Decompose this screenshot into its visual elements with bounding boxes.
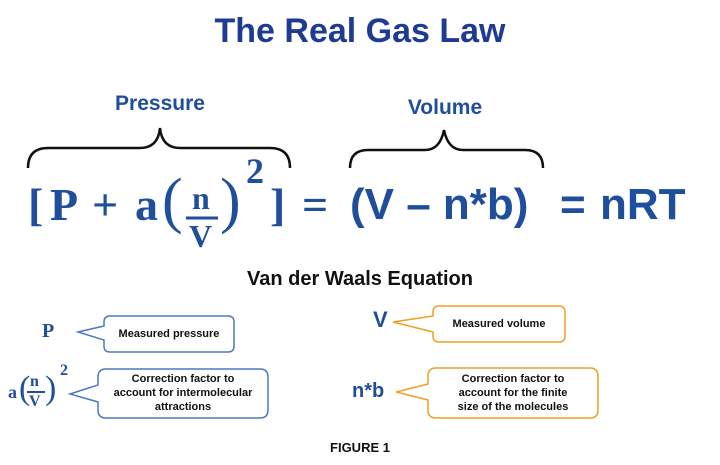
eq-volume-term: (V – n*b) xyxy=(350,180,529,229)
legend-v-desc: Measured volume xyxy=(452,318,546,330)
legend-nb-desc: Correction factor to account for the fin… xyxy=(430,372,596,414)
legend-a-desc-line-1: Correction factor to xyxy=(131,373,235,385)
pressure-brace xyxy=(26,127,292,169)
volume-label: Volume xyxy=(407,96,483,119)
legend-a-symbol: a xyxy=(8,382,17,402)
eq-rhs: nRT xyxy=(600,180,686,229)
volume-brace xyxy=(348,129,545,169)
legend-p-symbol: P xyxy=(42,320,55,342)
open-bracket: [ xyxy=(28,179,44,230)
eq-numerator: n xyxy=(192,180,210,216)
legend-nb-desc-line-1: Correction factor to xyxy=(461,373,565,385)
legend-nb-desc-line-2: account for the finite xyxy=(458,387,568,399)
legend-close-paren: ) xyxy=(45,370,57,407)
legend-open-paren: ( xyxy=(19,370,31,407)
close-bracket: ] xyxy=(270,179,286,230)
callout-volume-shape xyxy=(392,305,566,343)
legend-v-symbol: V xyxy=(29,393,41,410)
equation-name: Van der Waals Equation xyxy=(247,268,473,290)
legend-p-desc: Measured pressure xyxy=(118,328,220,340)
legend-nb-symbol: n*b xyxy=(352,380,385,402)
legend-a-desc: Correction factor to account for intermo… xyxy=(100,372,266,414)
eq-equals-2: = xyxy=(560,180,586,229)
callout-attraction-shape xyxy=(67,368,269,419)
eq-open-paren: ( xyxy=(162,167,183,235)
legend-n-symbol: n xyxy=(30,373,39,390)
pressure-label: Pressure xyxy=(115,92,205,115)
eq-close-paren: ) xyxy=(220,167,241,235)
legend-exponent: 2 xyxy=(60,362,68,379)
eq-a: a xyxy=(135,179,158,230)
legend-a-desc-line-2: account for intermolecular xyxy=(113,387,253,399)
legend-nb-desc-line-3: size of the molecules xyxy=(457,401,569,413)
callout-size-shape xyxy=(395,367,599,419)
page-title: The Real Gas Law xyxy=(214,12,506,50)
eq-denominator: V xyxy=(189,218,213,254)
eq-plus: + xyxy=(92,179,119,230)
eq-p: P xyxy=(50,179,79,230)
callout-pressure-shape xyxy=(75,315,235,353)
eq-exponent: 2 xyxy=(246,151,264,191)
legend-a-desc-line-3: attractions xyxy=(154,401,212,413)
eq-equals-1: = xyxy=(302,179,329,230)
legend-volume-symbol: V xyxy=(373,307,388,332)
figure-caption: FIGURE 1 xyxy=(330,440,390,455)
